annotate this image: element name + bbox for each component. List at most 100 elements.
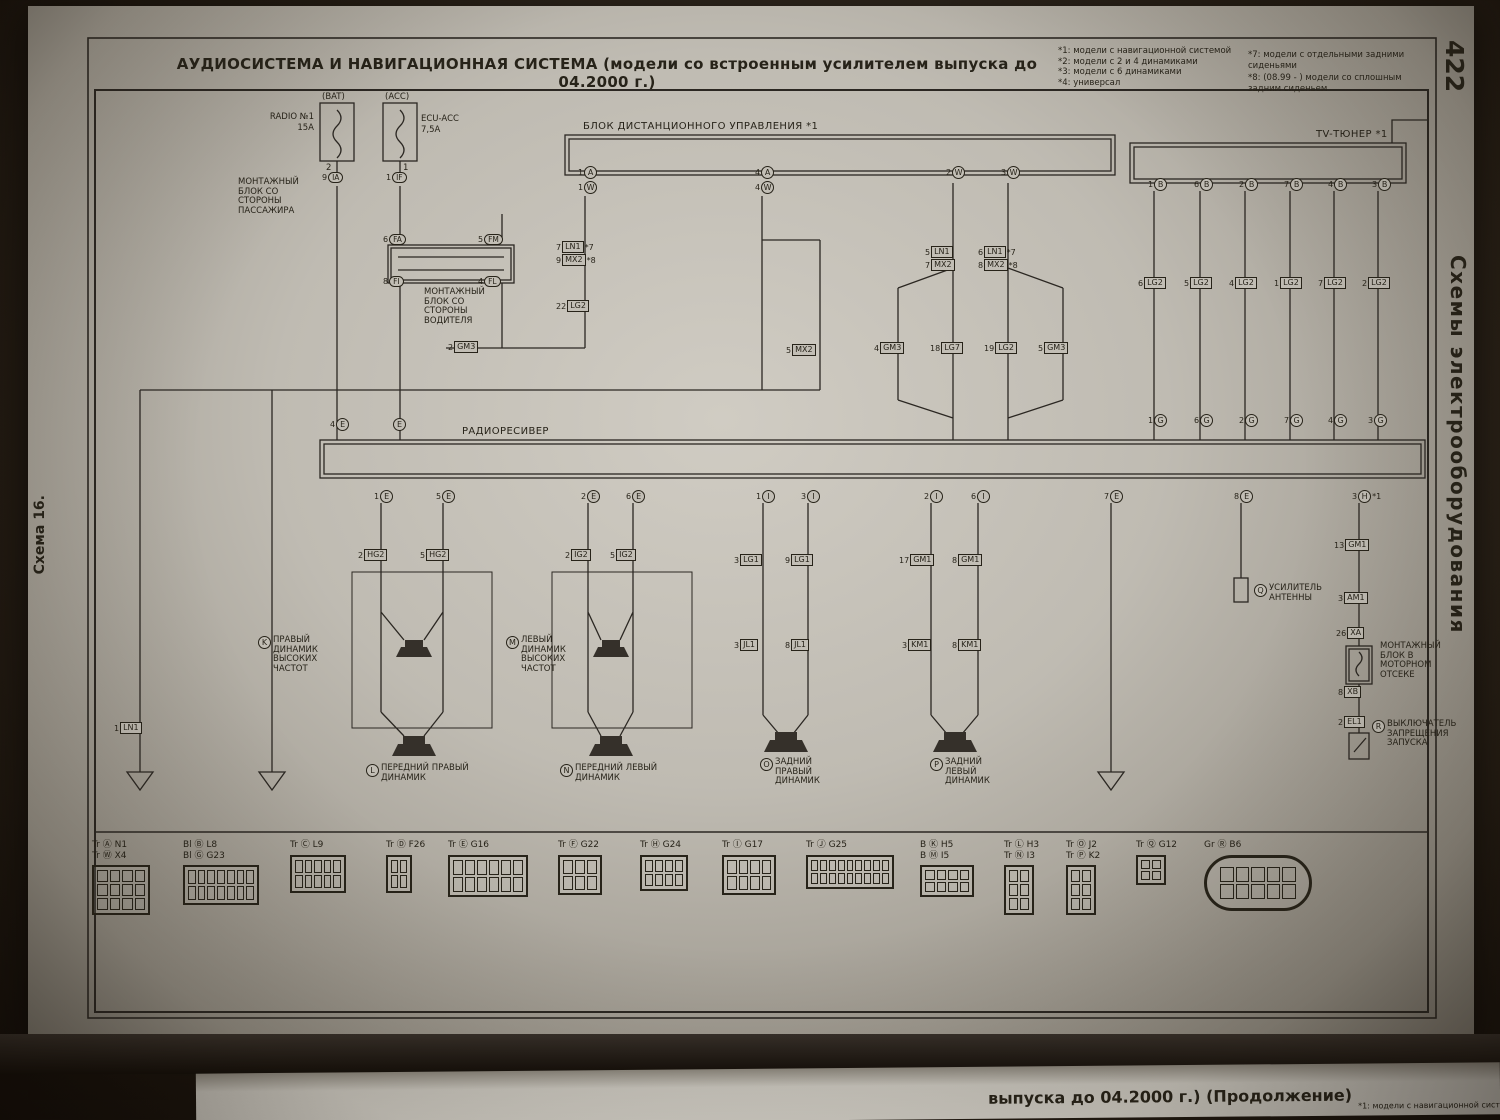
- connector-code: FL: [484, 276, 501, 287]
- connector-code: LG2: [1368, 277, 1390, 289]
- variant-note: *8: [586, 255, 596, 265]
- pin-number: 2: [946, 168, 952, 177]
- inline-connector-tag: 1 LN1: [114, 722, 142, 734]
- connector-code: XA: [1347, 627, 1365, 639]
- connector-code: LN1: [120, 722, 142, 734]
- pin-number: 5: [1038, 343, 1044, 353]
- speaker-symbols: [392, 640, 977, 756]
- connector-pinout: Tr Ⓒ L9: [290, 840, 346, 893]
- connector-pin-circle: 6 E: [626, 490, 646, 503]
- connector-letter-circle: B: [1334, 178, 1348, 191]
- pin-number: 7: [1104, 492, 1110, 501]
- connector-drawing: [640, 854, 688, 891]
- pin-number: 4: [330, 420, 336, 429]
- pin-number: 6: [1194, 180, 1200, 189]
- pin-number: 2: [924, 492, 930, 501]
- page-title: АУДИОСИСТЕМА И НАВИГАЦИОННАЯ СИСТЕМА (мо…: [176, 55, 1038, 91]
- inline-connector-tag: 5 LN1: [925, 246, 953, 258]
- connector-labels: Tr Ⓔ G16: [448, 840, 490, 850]
- connector-letter-circle: G: [1290, 414, 1304, 427]
- connector-drawing: [920, 865, 974, 897]
- connector-pin-circle: 6 B: [1194, 178, 1214, 191]
- connector-letter-circle: W: [584, 181, 598, 194]
- inline-connector-tag: 4 LG2: [1229, 277, 1257, 289]
- inline-connector-tag: 2 IG2: [565, 549, 591, 561]
- footnote: *7: модели с отдельными задними сиденьям…: [1248, 50, 1405, 71]
- pin-number: 3: [734, 555, 740, 565]
- connector-code: GM3: [454, 341, 479, 353]
- inline-connector-tag: 17 GM1: [899, 554, 935, 566]
- inline-connector-tag: 7 MX2: [925, 259, 955, 271]
- fuse-bat-name: RADIO №1: [269, 112, 314, 122]
- connector-letter-circle: A: [584, 166, 598, 179]
- fuse-symbols: [332, 109, 405, 159]
- inline-connector-tag: 5 HG2: [420, 549, 450, 561]
- connector-pin-circle: 6 G: [1194, 414, 1214, 427]
- connector-letter-circle: B: [1200, 178, 1214, 191]
- connector-code: MX2: [931, 259, 955, 271]
- connector-drawing: [806, 854, 894, 889]
- pin-number: 22: [556, 301, 567, 311]
- connector-code: IG2: [616, 549, 636, 561]
- connector-code: LG2: [1280, 277, 1302, 289]
- pin-number: 1: [374, 492, 380, 501]
- inline-connector-tag: 13 GM1: [1334, 539, 1370, 551]
- pin-number: 3: [1372, 180, 1378, 189]
- pin-number: 1: [578, 168, 584, 177]
- connector-letter-circle: E: [1110, 490, 1124, 503]
- variant-note: *7: [1006, 247, 1016, 257]
- pin-number: 9: [785, 555, 791, 565]
- connector-pin-circle: 1 E: [374, 490, 394, 503]
- connector-pin-circle: 7 B: [1284, 178, 1304, 191]
- rear-left-speaker-icon: [933, 732, 977, 752]
- pin-number: 2: [358, 550, 364, 560]
- connector-pin-circle: 2 E: [581, 490, 601, 503]
- connector-letter-circle: G: [1374, 414, 1388, 427]
- junction-connector-oval: 8 FI: [383, 276, 404, 287]
- pin-number: 5: [1184, 278, 1190, 288]
- connector-code: FA: [389, 234, 406, 245]
- pin-number: 4: [1229, 278, 1235, 288]
- connector-letter-circle: G: [1200, 414, 1214, 427]
- connector-code: GM1: [958, 554, 983, 566]
- footnote: *4: универсал: [1058, 77, 1121, 88]
- connector-labels: Tr Ⓠ G12: [1136, 840, 1178, 850]
- connector-code: GM1: [1345, 539, 1370, 551]
- connector-labels: Gr Ⓡ B6: [1204, 840, 1242, 850]
- inline-connector-tag: 9 LG1: [785, 554, 813, 566]
- inline-connector-tag: 8 KM1: [952, 639, 982, 651]
- connector-pinout: Tr Ⓓ F26: [386, 840, 425, 893]
- variant-note: *7: [584, 242, 594, 252]
- connector-drawing: [1066, 865, 1096, 915]
- connector-letter-circle: A: [761, 166, 775, 179]
- connector-code: JL1: [740, 639, 758, 651]
- connector-letter-circle: G: [1154, 414, 1168, 427]
- inline-connector-tag: 3 AM1: [1338, 592, 1368, 604]
- connector-letter-circle: B: [1154, 178, 1168, 191]
- connector-pin-circle: 5 E: [436, 490, 456, 503]
- connector-pin-circle: 4 B: [1328, 178, 1348, 191]
- connector-pinout: Gr Ⓡ B6: [1204, 840, 1312, 911]
- pin-note: *1: [1372, 492, 1382, 501]
- connector-code: JL1: [791, 639, 809, 651]
- connector-code: LN1: [984, 246, 1006, 258]
- pin-number: 4: [478, 277, 484, 286]
- fuse-acc-rating: 7,5A: [421, 125, 441, 135]
- connector-labels: Tr Ⓕ G22: [558, 840, 600, 850]
- pin-number: 3: [1368, 416, 1374, 425]
- inline-connector-tag: 22 LG2: [556, 300, 589, 312]
- inline-connector-tag: 5 LG2: [1184, 277, 1212, 289]
- connector-pin-circle: 1 I: [756, 490, 776, 503]
- connector-drawing: [92, 865, 150, 915]
- pin-number: 4: [755, 183, 761, 192]
- inline-connector-tag: 6 LG2: [1138, 277, 1166, 289]
- connector-code: HG2: [426, 549, 450, 561]
- footnote: *2: модели с 2 и 4 динамиками: [1058, 56, 1198, 67]
- connector-pin-circle: 1 G: [1148, 414, 1168, 427]
